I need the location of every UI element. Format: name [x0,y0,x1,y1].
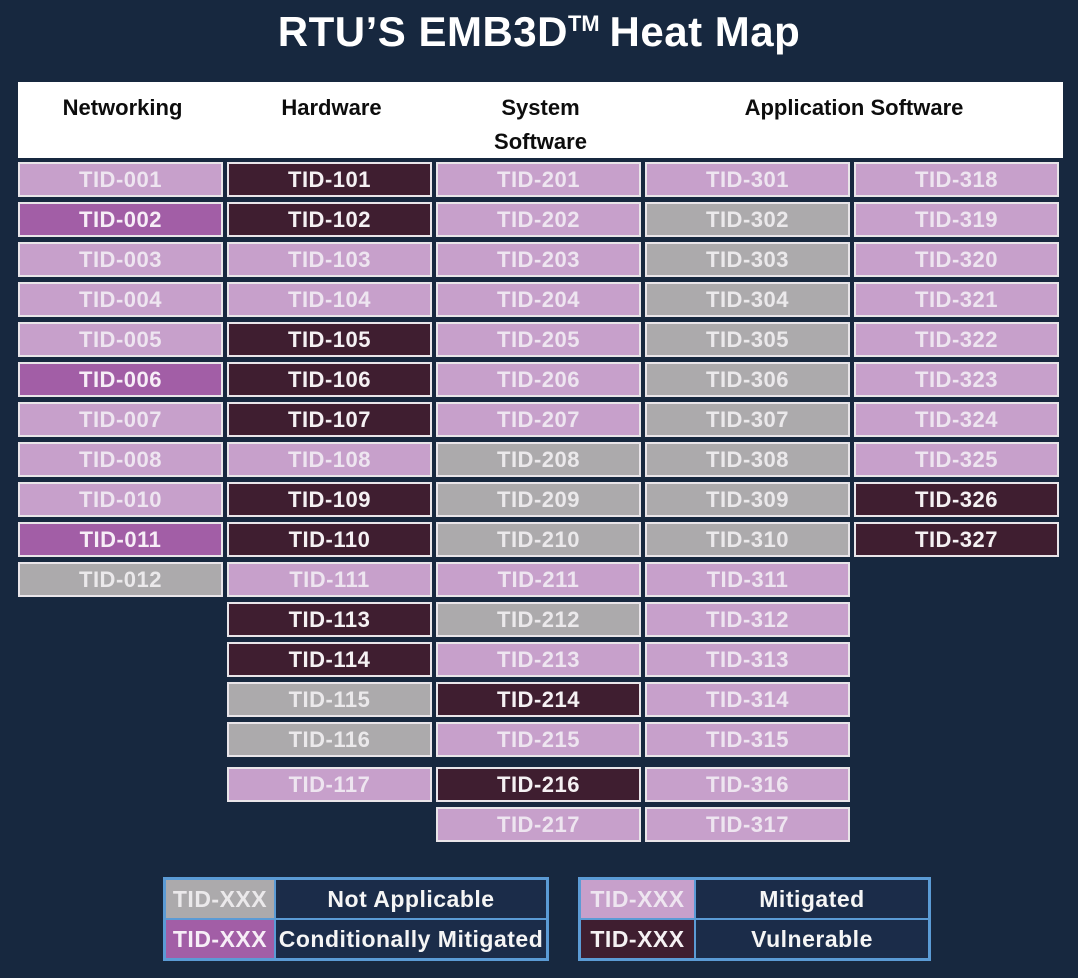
heatmap-cell: TID-213 [436,642,641,677]
heatmap-cell: TID-208 [436,442,641,477]
legend-swatch: TID-XXX [165,919,275,959]
heatmap-cell: TID-105 [227,322,432,357]
heatmap-cell: TID-206 [436,362,641,397]
heatmap-cell: TID-301 [645,162,850,197]
heatmap-cell: TID-312 [645,602,850,637]
heatmap-cell: TID-003 [18,242,223,277]
heatmap-cell: TID-001 [18,162,223,197]
heatmap-cell: TID-111 [227,562,432,597]
column-header-hardware: Hardware [281,95,382,120]
heatmap-cell: TID-116 [227,722,432,757]
heatmap-cell: TID-311 [645,562,850,597]
heatmap-cell: TID-117 [227,767,432,802]
heatmap-cell: TID-322 [854,322,1059,357]
heatmap-cell: TID-306 [645,362,850,397]
heatmap-cell: TID-317 [645,807,850,842]
heatmap-cell: TID-109 [227,482,432,517]
heatmap-cell: TID-106 [227,362,432,397]
heatmap-cell: TID-007 [18,402,223,437]
heatmap-cell: TID-310 [645,522,850,557]
heatmap-cell: TID-104 [227,282,432,317]
heatmap-cell: TID-211 [436,562,641,597]
heatmap-cell: TID-323 [854,362,1059,397]
legend-label: Conditionally Mitigated [275,919,547,959]
title-suffix: Heat Map [609,8,801,55]
heatmap-cell: TID-309 [645,482,850,517]
heatmap-cell: TID-324 [854,402,1059,437]
heatmap-cell: TID-320 [854,242,1059,277]
heatmap-cell: TID-216 [436,767,641,802]
heatmap-cell: TID-316 [645,767,850,802]
heatmap-cell: TID-008 [18,442,223,477]
heatmap-cell: TID-210 [436,522,641,557]
heatmap-cell: TID-321 [854,282,1059,317]
column-header-networking: Networking [62,95,183,120]
heatmap-cell: TID-101 [227,162,432,197]
heatmap-cell: TID-327 [854,522,1059,557]
heatmap-cell: TID-302 [645,202,850,237]
heatmap-cell: TID-305 [645,322,850,357]
heatmap-cell: TID-110 [227,522,432,557]
heatmap-cell: TID-205 [436,322,641,357]
column-header-system-software: System Software [494,95,587,155]
legend-label: Mitigated [695,879,929,919]
heatmap-cell: TID-215 [436,722,641,757]
heatmap-cell: TID-113 [227,602,432,637]
heatmap-cell: TID-006 [18,362,223,397]
heatmap-cell: TID-319 [854,202,1059,237]
heatmap-cell: TID-308 [645,442,850,477]
heatmap-cell: TID-102 [227,202,432,237]
heatmap-cell: TID-304 [645,282,850,317]
page-title: RTU’S EMB3DTM Heat Map [0,8,1078,56]
heatmap-cell: TID-307 [645,402,850,437]
heatmap-cell: TID-115 [227,682,432,717]
heatmap-cell: TID-212 [436,602,641,637]
heatmap-cell: TID-107 [227,402,432,437]
legend-swatch: TID-XXX [165,879,275,919]
heatmap-cell: TID-314 [645,682,850,717]
legend-swatch: TID-XXX [580,879,695,919]
heatmap-cell: TID-313 [645,642,850,677]
column-header-band: Networking Hardware System Software Appl… [18,82,1063,158]
heatmap-cell: TID-202 [436,202,641,237]
heatmap-cell: TID-207 [436,402,641,437]
heatmap-cell: TID-318 [854,162,1059,197]
heatmap-cell: TID-326 [854,482,1059,517]
heatmap-cell: TID-325 [854,442,1059,477]
legend-label: Vulnerable [695,919,929,959]
heatmap-cell: TID-204 [436,282,641,317]
heatmap-cell: TID-012 [18,562,223,597]
heatmap-cell: TID-214 [436,682,641,717]
heatmap-cell: TID-201 [436,162,641,197]
heatmap-cell: TID-315 [645,722,850,757]
column-header-application-software: Application Software [744,95,964,120]
heatmap-cell: TID-303 [645,242,850,277]
heatmap-cell: TID-209 [436,482,641,517]
heatmap-cell: TID-010 [18,482,223,517]
trademark-symbol: TM [567,11,600,36]
heatmap-cell: TID-114 [227,642,432,677]
legend-swatch: TID-XXX [580,919,695,959]
heatmap-cell: TID-217 [436,807,641,842]
heatmap-cell: TID-203 [436,242,641,277]
heatmap-cell: TID-004 [18,282,223,317]
heatmap-cell: TID-108 [227,442,432,477]
legend-label: Not Applicable [275,879,547,919]
heatmap-cell: TID-002 [18,202,223,237]
heatmap-cell: TID-011 [18,522,223,557]
title-prefix: RTU’S EMB3D [277,8,568,55]
heatmap-cell: TID-103 [227,242,432,277]
heatmap-cell: TID-005 [18,322,223,357]
